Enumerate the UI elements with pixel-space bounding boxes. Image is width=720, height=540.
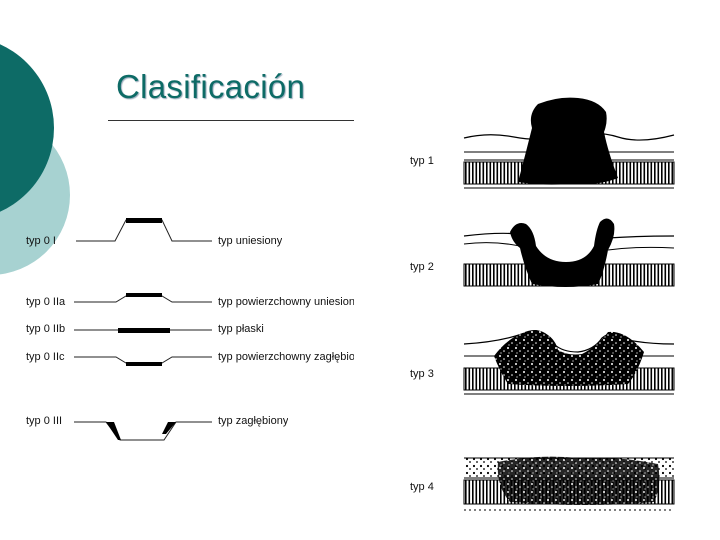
decorative-circles — [0, 44, 70, 275]
type-desc-0-i: typ uniesiony — [218, 235, 283, 247]
type-desc-0-iii: typ zagłębiony — [218, 415, 289, 427]
morphology-label-3: typ 3 — [410, 368, 434, 380]
type-code-0-i: typ 0 I — [26, 235, 56, 247]
decorative-circle-dark — [0, 44, 54, 212]
profile-type-0-iii — [74, 421, 212, 441]
type-desc-0-iic: typ powierzchowny zagłębiony — [218, 351, 354, 363]
morphology-label-4: typ 4 — [410, 481, 434, 493]
morphology-label-2: typ 2 — [410, 261, 434, 273]
profile-type-0-iic — [74, 356, 212, 366]
morphology-type-3 — [463, 330, 675, 395]
type-code-0-iib: typ 0 IIb — [26, 323, 66, 335]
type-desc-0-iib: typ płaski — [218, 323, 264, 335]
type-code-0-iii: typ 0 III — [26, 415, 63, 427]
profile-type-0-i — [76, 218, 212, 242]
profile-type-0-iia — [74, 293, 212, 303]
type-code-0-iia: typ 0 IIa — [26, 296, 66, 308]
type-code-0-iic: typ 0 IIc — [26, 351, 65, 363]
type-desc-0-iia: typ powierzchowny uniesiony — [218, 296, 354, 308]
slide-title: Clasificación — [116, 68, 306, 105]
morphology-type-1 — [463, 97, 675, 189]
morphology-diagram — [463, 97, 675, 511]
morphology-type-4 — [463, 456, 675, 511]
title-underline — [108, 120, 354, 121]
profile-type-0-iib — [74, 328, 212, 333]
morphology-type-2 — [463, 218, 675, 287]
morphology-label-1: typ 1 — [410, 155, 434, 167]
